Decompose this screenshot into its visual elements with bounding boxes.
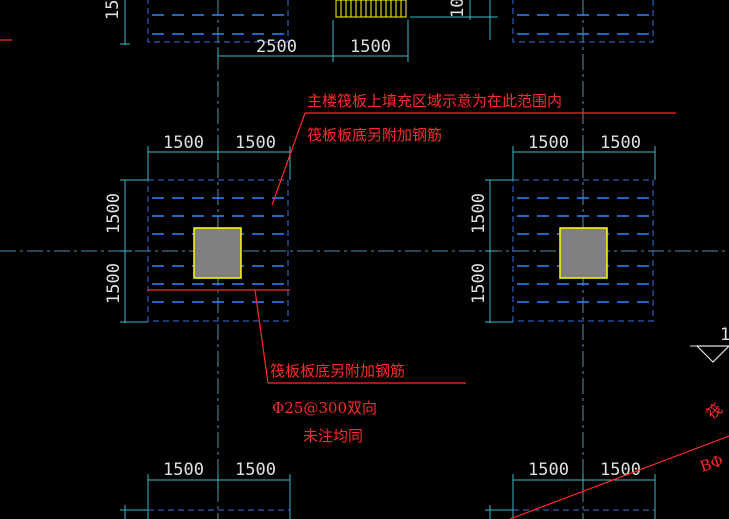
right-pad-dimensions: 1500 1500 1500 1500 (469, 133, 656, 323)
dim-155: 155 (103, 0, 123, 20)
top-dimensions: 2500 1500 155 10 (0, 0, 498, 62)
bottom-right-pad: 1500 1500 (485, 460, 656, 519)
dim-1500-right-a: 1500 (528, 133, 569, 153)
note-extra-rebar-top: 筏板板底另附加钢筋 (307, 126, 442, 144)
dim-1500-left-b: 1500 (235, 133, 276, 153)
dim-10: 10 (448, 0, 468, 18)
section-marker-1: 1 (720, 325, 729, 345)
top-left-pad (147, 0, 289, 43)
note-extra-rebar-bottom: 筏板板底另附加钢筋 (270, 362, 405, 380)
bottom-left-pad: 1500 1500 (120, 460, 291, 519)
dim-1500-right-v2: 1500 (469, 263, 489, 304)
left-pad-dimensions: 1500 1500 1500 1500 (104, 133, 291, 323)
column-right (559, 227, 608, 279)
note-fill-area: 主楼筏板上填充区域示意为在此范围内 (307, 92, 562, 110)
note-partial-char: 筏 (703, 400, 726, 423)
note-unnoted-same: 未注均同 (303, 427, 363, 445)
dim-1500-br-b: 1500 (600, 460, 641, 480)
dim-2500: 2500 (256, 37, 297, 57)
dim-1500-right-v1: 1500 (469, 193, 489, 234)
dim-1500-left-v2: 1500 (104, 263, 124, 304)
dim-1500-top: 1500 (350, 37, 391, 57)
dim-1500-bl-b: 1500 (235, 460, 276, 480)
dim-1500-left-a: 1500 (163, 133, 204, 153)
left-pad (147, 179, 290, 322)
dim-1500-right-b: 1500 (600, 133, 641, 153)
dim-1500-bl-a: 1500 (163, 460, 204, 480)
top-center-hatch (335, 0, 407, 18)
leader-lines (254, 112, 729, 519)
note-section-b: BΦ (698, 451, 726, 475)
column-left (193, 227, 242, 279)
right-pad (512, 179, 654, 322)
top-right-pad (512, 0, 654, 43)
dim-1500-br-a: 1500 (528, 460, 569, 480)
dim-1500-left-v1: 1500 (104, 193, 124, 234)
note-rebar-spec: Φ25@300双向 (272, 399, 377, 417)
section-marker: 1 (690, 325, 729, 363)
